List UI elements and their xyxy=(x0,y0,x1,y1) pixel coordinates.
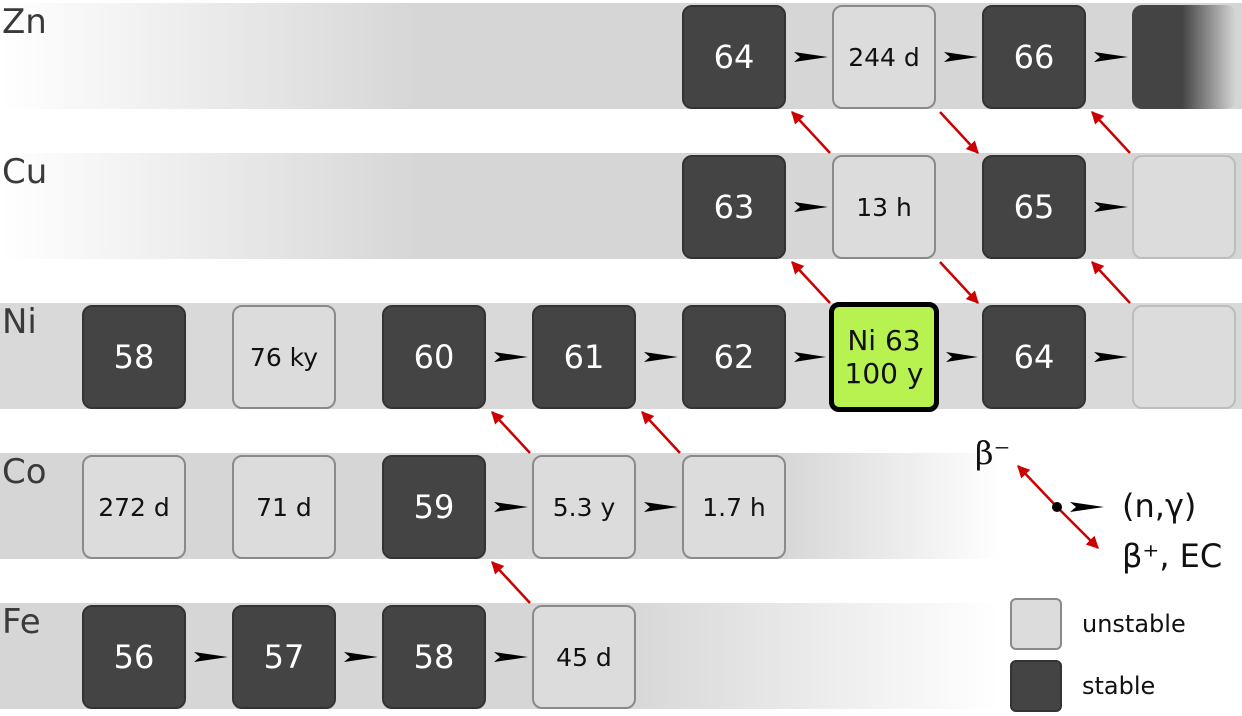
nuclide-fe-57: 57 xyxy=(232,605,336,709)
capture-arrow-co59-co60 xyxy=(494,502,528,512)
beta-minus-arrow-zn65-cu xyxy=(791,111,831,154)
element-label-zn: Zn xyxy=(2,2,47,42)
nuclide-co-60: 5.3 y xyxy=(532,455,636,559)
capture-arrow-cu63-cu64 xyxy=(794,202,828,212)
element-label-fe: Fe xyxy=(2,602,41,642)
nuclide-fe-58: 58 xyxy=(382,605,486,709)
legend-beta-minus-label: β⁻ xyxy=(975,434,1011,472)
nuclide-fe-59: 45 d xyxy=(532,605,636,709)
nuclide-zn-65: 244 d xyxy=(832,5,936,109)
capture-arrow-zn65-zn66 xyxy=(944,52,978,62)
nuclide-co-61: 1.7 h xyxy=(682,455,786,559)
beta-decay-arrows xyxy=(491,111,1131,604)
capture-arrow-ni62-ni63 xyxy=(794,352,826,362)
legend-stable-label: stable xyxy=(1082,672,1156,700)
nuclide-ni-58: 58 xyxy=(82,305,186,409)
nuclide-ni-63-highlight: Ni 63 100 y xyxy=(829,302,939,412)
beta-minus-arrow-cu64-zn xyxy=(791,261,831,304)
legend-capture-symbol xyxy=(1052,502,1104,512)
nuclide-ni-62: 62 xyxy=(682,305,786,409)
nuclide-zn-66: 66 xyxy=(982,5,1086,109)
capture-arrow-ni61-ni62 xyxy=(644,352,678,362)
ni63-name: Ni 63 xyxy=(847,324,921,357)
capture-arrow-zn66-zn67 xyxy=(1094,52,1128,62)
beta-minus-arrow-cu66-zn xyxy=(1091,111,1131,154)
element-label-co: Co xyxy=(2,452,47,492)
capture-arrow-zn64-zn65 xyxy=(794,52,828,62)
nuclide-zn-64: 64 xyxy=(682,5,786,109)
nuclide-ni-60: 60 xyxy=(382,305,486,409)
nuclide-co-58: 71 d xyxy=(232,455,336,559)
capture-arrow-ni60-ni61 xyxy=(494,352,528,362)
legend-stable-swatch xyxy=(1010,660,1062,712)
nuclide-ni-59: 76 ky xyxy=(232,305,336,409)
legend-unstable-label: unstable xyxy=(1082,610,1186,638)
beta-minus-arrow-co60-ni xyxy=(491,411,531,454)
nuclide-cu-65: 65 xyxy=(982,155,1086,259)
nuclide-cu-64: 13 h xyxy=(832,155,936,259)
nuclide-co-59: 59 xyxy=(382,455,486,559)
nuclide-cu-63: 63 xyxy=(682,155,786,259)
element-label-ni: Ni xyxy=(2,302,37,342)
beta-minus-arrow-co61-ni xyxy=(641,411,681,454)
legend-n-gamma-label: (n,γ) xyxy=(1122,487,1197,525)
capture-arrow-ni64-ni65 xyxy=(1094,352,1128,362)
capture-arrow-fe57-fe58 xyxy=(344,652,378,662)
nuclide-zn-67-partial xyxy=(1132,5,1236,109)
nuclide-ni-64: 64 xyxy=(982,305,1086,409)
element-label-cu: Cu xyxy=(2,152,48,192)
legend-beta-plus-label: β⁺, EC xyxy=(1122,537,1223,575)
ni63-halflife: 100 y xyxy=(844,357,924,390)
nuclide-ni-61: 61 xyxy=(532,305,636,409)
nuclide-cu-66-empty xyxy=(1132,155,1236,259)
legend-beta-minus-arrow xyxy=(1017,465,1058,508)
nuclide-fe-56: 56 xyxy=(82,605,186,709)
beta-minus-arrow-ni65-cu xyxy=(1091,261,1131,304)
beta-plus-arrow-cu64-ni xyxy=(939,261,979,304)
capture-arrow-co60-co61 xyxy=(644,502,678,512)
nuclide-co-57: 272 d xyxy=(82,455,186,559)
capture-arrow-cu65-cu66 xyxy=(1094,202,1128,212)
capture-arrow-fe56-fe57 xyxy=(194,652,228,662)
beta-plus-arrow-zn65-cu xyxy=(939,111,979,154)
legend-beta-plus-arrow xyxy=(1056,506,1099,549)
capture-arrow-fe58-fe59 xyxy=(494,652,528,662)
beta-minus-arrow-fe59-co xyxy=(491,561,531,604)
nuclide-ni-65-empty xyxy=(1132,305,1236,409)
neutron-capture-arrows xyxy=(194,52,1128,662)
legend-unstable-swatch xyxy=(1010,598,1062,650)
capture-arrow-ni63-ni64 xyxy=(946,352,978,362)
